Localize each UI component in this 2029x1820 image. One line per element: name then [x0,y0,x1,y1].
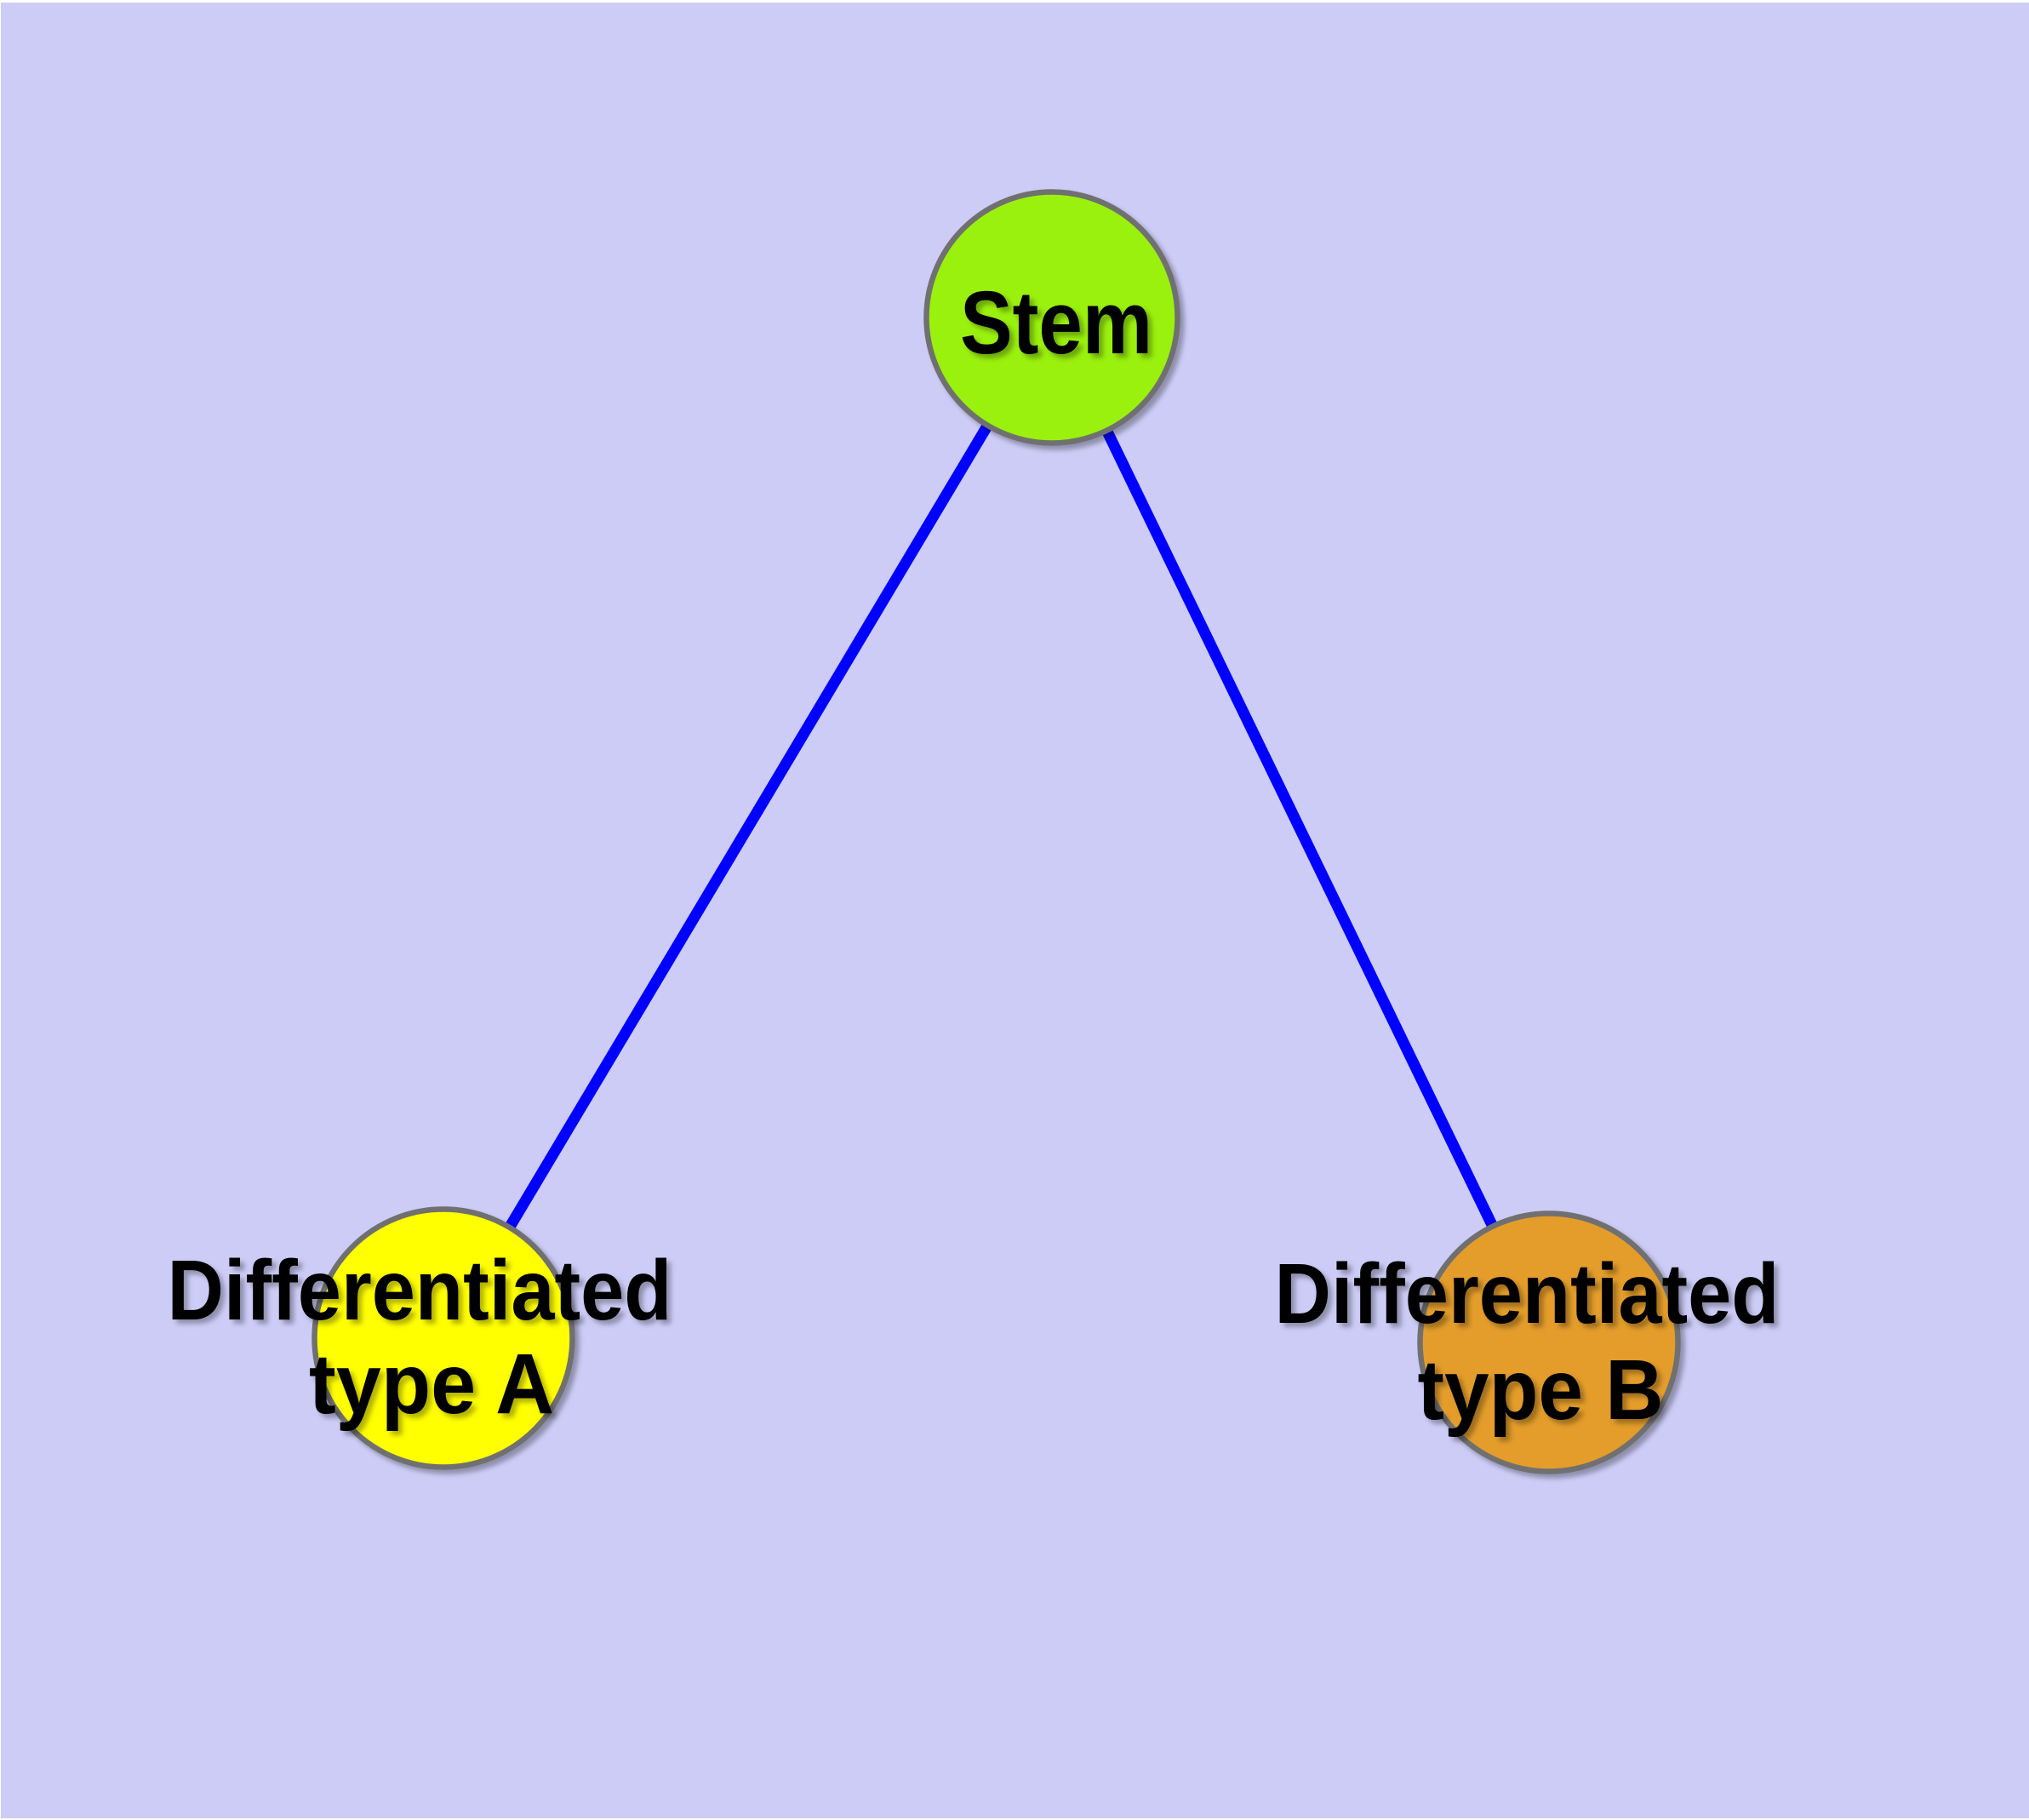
svg-text:type A: type A [309,1336,554,1432]
svg-text:Stem: Stem [960,273,1152,373]
svg-text:type B: type B [1418,1342,1664,1438]
svg-text:Differentiated: Differentiated [168,1243,672,1338]
svg-text:Differentiated: Differentiated [1275,1246,1780,1342]
